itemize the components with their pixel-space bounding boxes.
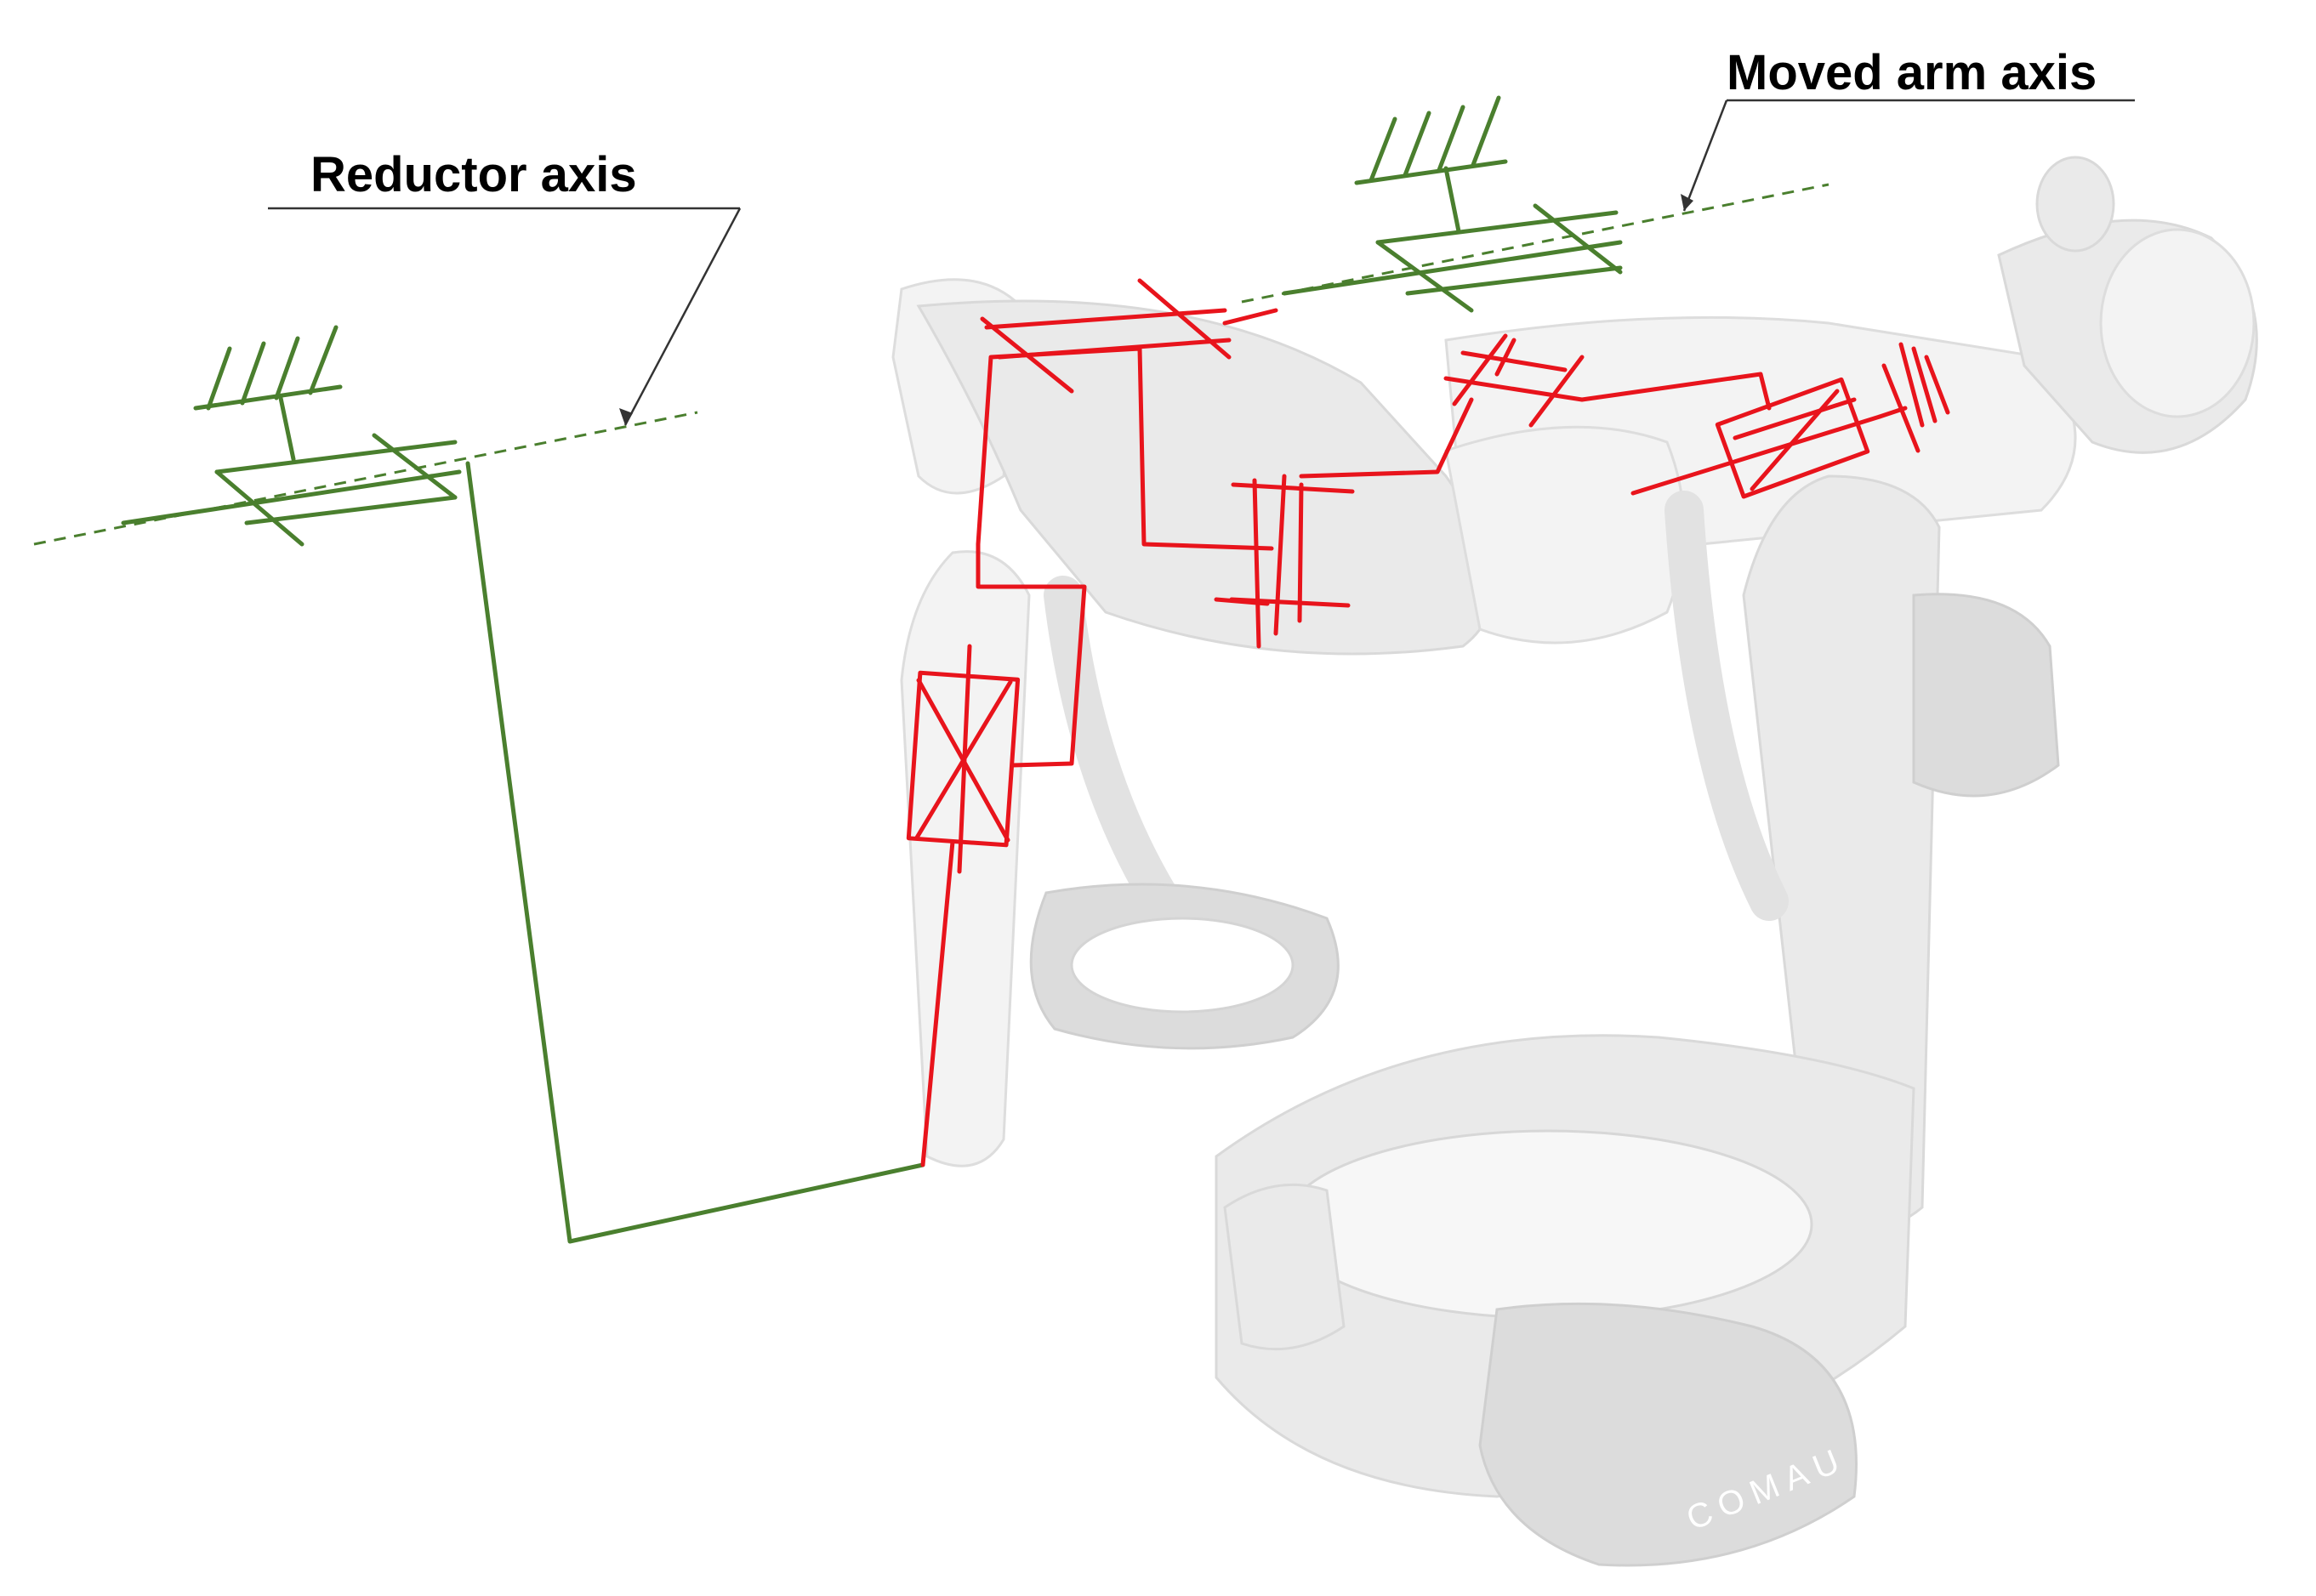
middle-revolute-joint bbox=[1214, 474, 1355, 649]
reductor-ground-symbol bbox=[193, 325, 343, 462]
reductor-link bbox=[465, 461, 925, 1244]
lower-prismatic-joint bbox=[906, 644, 1021, 874]
moved-arm-ground-symbol bbox=[1354, 95, 1508, 234]
moved-arm-joint-symbol bbox=[1282, 203, 1623, 313]
upper-prismatic-joint bbox=[1630, 377, 1882, 499]
moved-arm-axis-label: Moved arm axis bbox=[1727, 45, 2097, 100]
upper-right-fixture bbox=[1877, 342, 1950, 453]
moved-arm-axis-line bbox=[1241, 183, 1829, 304]
upper-right-revolute-joint bbox=[1443, 333, 1585, 428]
mechanism-scheme bbox=[906, 278, 1950, 1167]
moved-arm-scheme: Moved arm axis bbox=[1241, 45, 2135, 313]
top-revolute-joint bbox=[980, 278, 1278, 394]
reductor-scheme: Reductor axis bbox=[33, 147, 925, 1244]
reductor-joint-symbol bbox=[121, 433, 462, 547]
reductor-axis-line bbox=[33, 411, 698, 546]
exoskeleton-illustration: COMAU bbox=[891, 156, 2258, 1567]
reductor-axis-label: Reductor axis bbox=[310, 147, 637, 202]
